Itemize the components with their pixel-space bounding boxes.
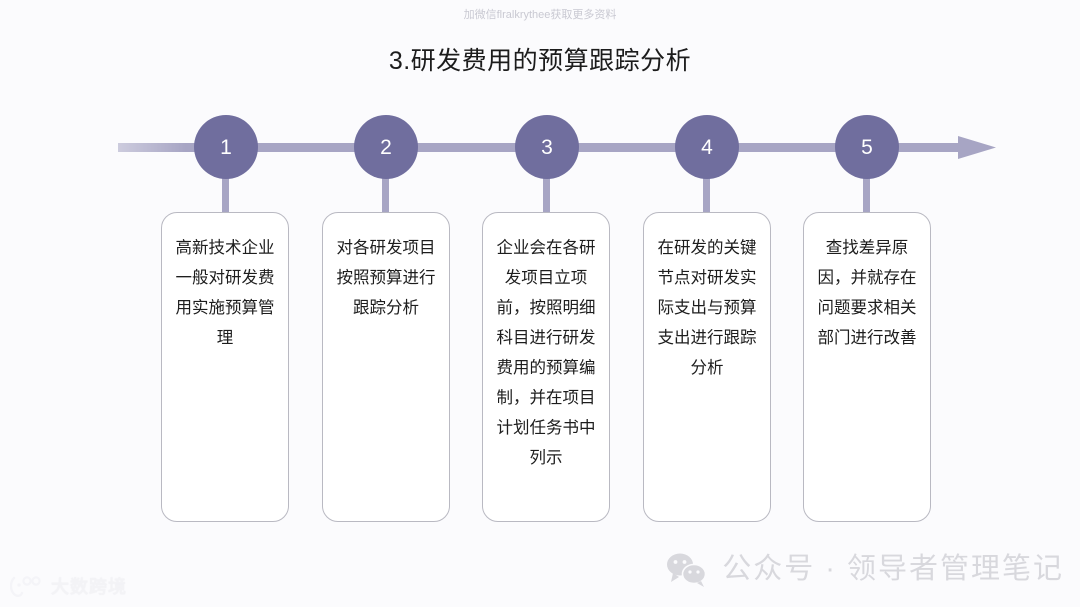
wechat-icon <box>664 551 708 587</box>
step-circle-5[interactable]: 5 <box>835 115 899 179</box>
step-number-2: 2 <box>380 135 392 159</box>
brand-mark-icon <box>9 575 44 597</box>
step-number-4: 4 <box>701 135 713 159</box>
step-number-3: 3 <box>541 135 553 159</box>
step-card-text-3: 企业会在各研发项目立项前，按照明细科目进行研发费用的预算编制，并在项目计划任务书… <box>496 239 596 467</box>
step-number-5: 5 <box>861 135 873 159</box>
step-circle-4[interactable]: 4 <box>675 115 739 179</box>
connector-stem-4 <box>703 168 710 214</box>
step-circle-2[interactable]: 2 <box>354 115 418 179</box>
brand-logo-text: 大数跨境 <box>51 577 127 597</box>
step-card-4[interactable]: 在研发的关键节点对研发实际支出与预算支出进行跟踪分析 <box>643 212 771 522</box>
step-number-1: 1 <box>220 135 232 159</box>
step-card-text-5: 查找差异原因，并就存在问题要求相关部门进行改善 <box>817 239 917 347</box>
step-card-text-1: 高新技术企业一般对研发费用实施预算管理 <box>175 239 275 347</box>
step-card-text-2: 对各研发项目按照预算进行跟踪分析 <box>336 239 436 317</box>
step-circle-3[interactable]: 3 <box>515 115 579 179</box>
wechat-watermark: 公众号 · 领导者管理笔记 <box>664 551 1064 587</box>
wechat-watermark-text: 公众号 · 领导者管理笔记 <box>722 553 1064 585</box>
promo-header-text: 加微信flralkrythee获取更多资料 <box>463 9 617 21</box>
connector-stem-2 <box>382 168 389 214</box>
connector-stem-3 <box>543 168 550 214</box>
step-circle-1[interactable]: 1 <box>194 115 258 179</box>
step-card-5[interactable]: 查找差异原因，并就存在问题要求相关部门进行改善 <box>803 212 931 522</box>
connector-stem-5 <box>863 168 870 214</box>
step-card-1[interactable]: 高新技术企业一般对研发费用实施预算管理 <box>161 212 289 522</box>
page-title: 3.研发费用的预算跟踪分析 <box>388 47 692 75</box>
step-card-2[interactable]: 对各研发项目按照预算进行跟踪分析 <box>322 212 450 522</box>
brand-logo-watermark: 大数跨境 <box>9 573 127 599</box>
step-card-3[interactable]: 企业会在各研发项目立项前，按照明细科目进行研发费用的预算编制，并在项目计划任务书… <box>482 212 610 522</box>
connector-stem-1 <box>222 168 229 214</box>
step-card-text-4: 在研发的关键节点对研发实际支出与预算支出进行跟踪分析 <box>657 239 757 377</box>
